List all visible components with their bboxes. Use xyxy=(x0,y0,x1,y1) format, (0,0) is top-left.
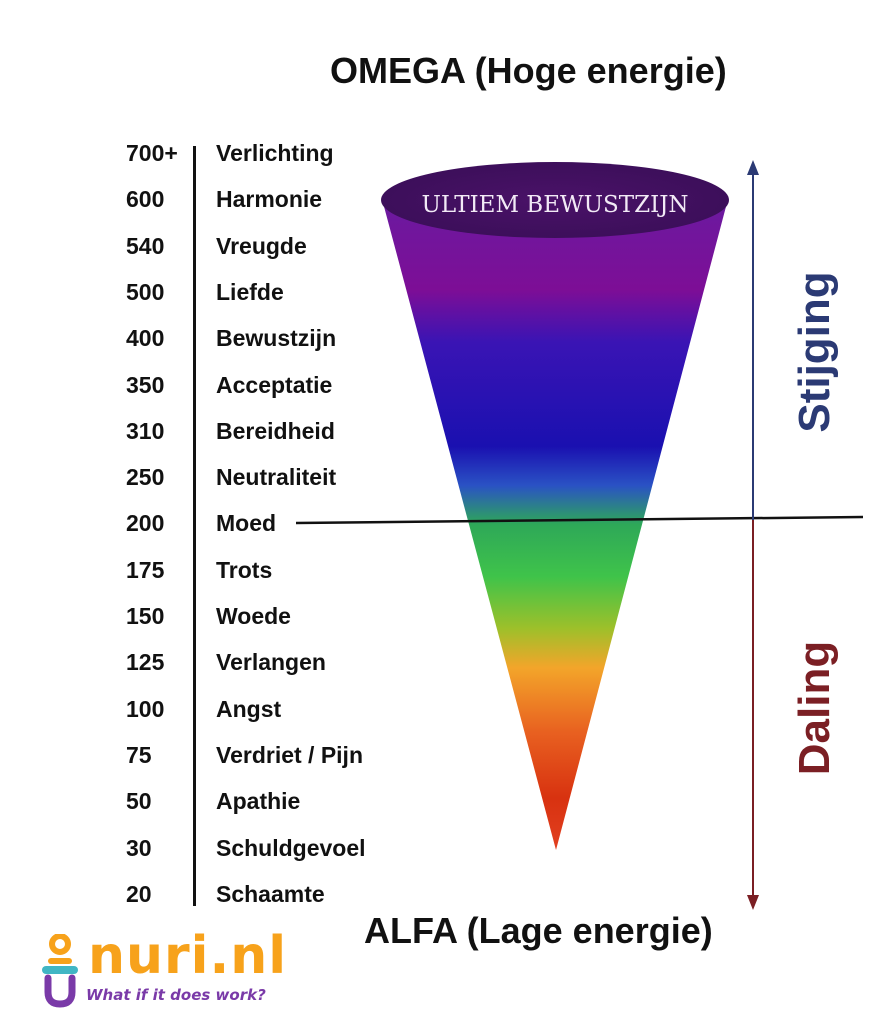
level-row: 200 Moed xyxy=(0,510,400,540)
level-value: 540 xyxy=(126,232,165,259)
level-name: Woede xyxy=(216,603,291,629)
level-value: 400 xyxy=(126,325,165,352)
level-value: 350 xyxy=(126,371,165,398)
up-arrow-icon xyxy=(747,160,759,175)
level-row: 75 Verdriet / Pijn xyxy=(0,742,400,772)
level-row: 540 Vreugde xyxy=(0,233,400,263)
level-row: 175 Trots xyxy=(0,557,400,587)
level-name: Harmonie xyxy=(216,186,323,213)
level-name: Verlichting xyxy=(216,140,334,166)
level-name: Apathie xyxy=(216,788,301,815)
level-name: Verdriet / Pijn xyxy=(216,741,363,768)
level-row: 600 Harmonie xyxy=(0,186,400,216)
level-name: Bewustzijn xyxy=(216,325,337,352)
level-name: Vreugde xyxy=(216,232,307,259)
level-row: 30 Schuldgevoel xyxy=(0,835,400,865)
level-row: 500 Liefde xyxy=(0,279,400,309)
level-name: Angst xyxy=(216,695,282,722)
stijging-label: Stijging xyxy=(790,271,839,433)
level-row: 350 Acceptatie xyxy=(0,372,400,402)
level-name: Acceptatie xyxy=(216,371,333,398)
cone-body xyxy=(382,199,728,850)
level-row: 20 Schaamte xyxy=(0,881,400,911)
level-name: Neutraliteit xyxy=(216,464,337,491)
level-value: 700+ xyxy=(126,140,178,166)
level-row: 400 Bewustzijn xyxy=(0,325,400,355)
logo-tagline: What if it does work? xyxy=(86,986,266,1004)
level-name: Moed xyxy=(216,510,277,537)
nuri-logo-icon xyxy=(42,934,78,1008)
level-row: 125 Verlangen xyxy=(0,649,400,679)
level-value: 125 xyxy=(126,649,165,676)
level-value: 600 xyxy=(126,186,165,213)
level-name: Liefde xyxy=(216,278,284,305)
scale-axis-line xyxy=(193,146,196,906)
level-name: Bereidheid xyxy=(216,417,335,444)
cone-label: ULTIEM BEWUSTZIJN xyxy=(421,192,688,218)
level-value: 310 xyxy=(126,417,165,444)
level-row: 150 Woede xyxy=(0,603,400,633)
level-value: 500 xyxy=(126,278,165,305)
level-value: 200 xyxy=(126,510,165,537)
level-row: 250 Neutraliteit xyxy=(0,464,400,494)
omega-title: OMEGA (Hoge energie) xyxy=(330,50,727,91)
level-row: 310 Bereidheid xyxy=(0,418,400,448)
level-name: Trots xyxy=(216,556,273,583)
level-value: 150 xyxy=(126,603,165,629)
level-value: 175 xyxy=(126,556,165,583)
level-value: 75 xyxy=(126,741,152,768)
level-name: Schuldgevoel xyxy=(216,834,366,861)
level-row: 700+ Verlichting xyxy=(0,140,400,170)
level-name: Schaamte xyxy=(216,880,325,907)
nuri-logo[interactable]: nuri.nl What if it does work? xyxy=(40,926,300,1012)
level-name: Verlangen xyxy=(216,649,326,676)
logo-wordmark: nuri.nl xyxy=(88,926,288,986)
cone-top-ellipse xyxy=(381,162,729,238)
level-value: 50 xyxy=(126,788,152,815)
threshold-line xyxy=(295,515,864,525)
level-row: 100 Angst xyxy=(0,696,400,726)
level-value: 100 xyxy=(126,695,165,722)
alfa-title: ALFA (Lage energie) xyxy=(364,910,713,951)
daling-label: Daling xyxy=(790,640,839,776)
level-value: 250 xyxy=(126,464,165,491)
level-value: 20 xyxy=(126,880,152,907)
down-arrow-icon xyxy=(747,895,759,910)
level-row: 50 Apathie xyxy=(0,788,400,818)
level-value: 30 xyxy=(126,834,152,861)
